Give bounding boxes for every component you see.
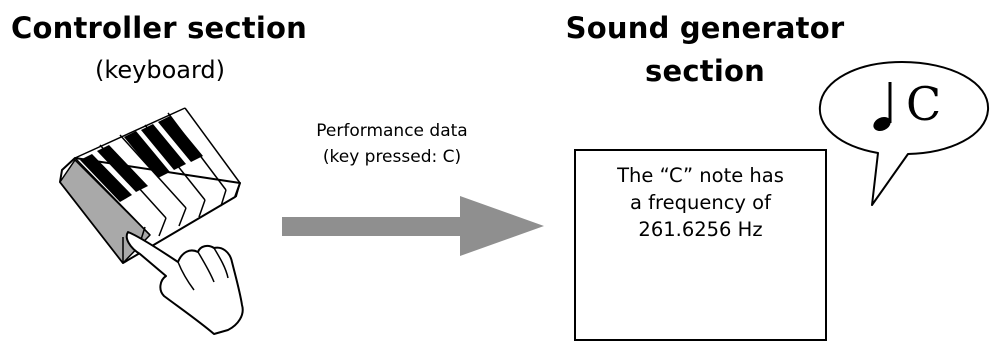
controller-section-subtitle: (keyboard) — [94, 56, 226, 84]
box-text-line1: The “C” note has — [617, 164, 784, 187]
sound-generator-box — [574, 149, 827, 341]
note-letter: C — [906, 77, 942, 131]
arrow-label-line1: Performance data — [316, 121, 468, 141]
sound-generator-title-line2: section — [645, 54, 765, 88]
controller-section-title: Controller section — [11, 11, 307, 45]
keyboard-illustration — [59, 107, 244, 335]
sound-generator-title-line1: Sound generator — [565, 11, 845, 45]
box-text-line2: a frequency of — [630, 191, 771, 214]
arrow-label-line2: (key pressed: C) — [322, 147, 462, 167]
box-text-line3: 261.6256 Hz — [638, 218, 763, 241]
speech-bubble — [818, 61, 990, 206]
performance-data-arrow — [282, 196, 544, 256]
quarter-note-icon — [873, 82, 892, 132]
